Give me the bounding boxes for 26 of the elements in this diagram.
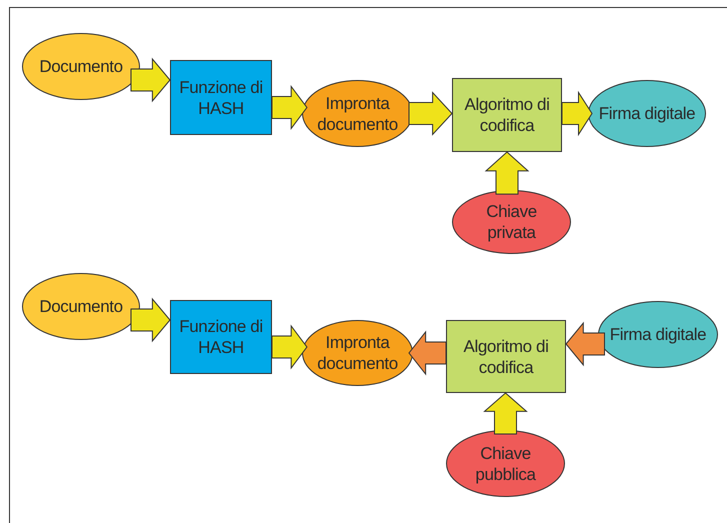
- block-arrow: [408, 330, 446, 376]
- process-box: [452, 78, 562, 152]
- block-arrow: [484, 151, 530, 195]
- node-label: Impronta documento: [316, 92, 399, 134]
- block-arrow: [562, 90, 593, 136]
- block-arrow: [408, 91, 453, 136]
- node-label: Firma digitale: [598, 103, 696, 124]
- block-arrow: [483, 392, 528, 434]
- node-label: Firma digitale: [608, 324, 708, 345]
- process-box: [170, 60, 272, 135]
- node-label: Chiave privata: [485, 201, 538, 243]
- block-arrow: [272, 324, 308, 370]
- process-box: [170, 300, 272, 374]
- block-arrow: [130, 298, 171, 342]
- node-label: Chiave pubblica: [474, 442, 537, 484]
- block-arrow: [130, 58, 171, 102]
- node-label: Algoritmo di codifica: [462, 336, 550, 378]
- node-label: Impronta documento: [316, 332, 399, 374]
- node-label: Funzione di HASH: [178, 316, 264, 358]
- node-label: Documento: [38, 296, 124, 317]
- node-label: Algoritmo di codifica: [464, 94, 550, 136]
- node-label: Funzione di HASH: [178, 76, 264, 118]
- block-arrow: [272, 85, 308, 130]
- node-label: Documento: [38, 56, 124, 77]
- process-box: [446, 320, 566, 393]
- block-arrow: [565, 322, 605, 366]
